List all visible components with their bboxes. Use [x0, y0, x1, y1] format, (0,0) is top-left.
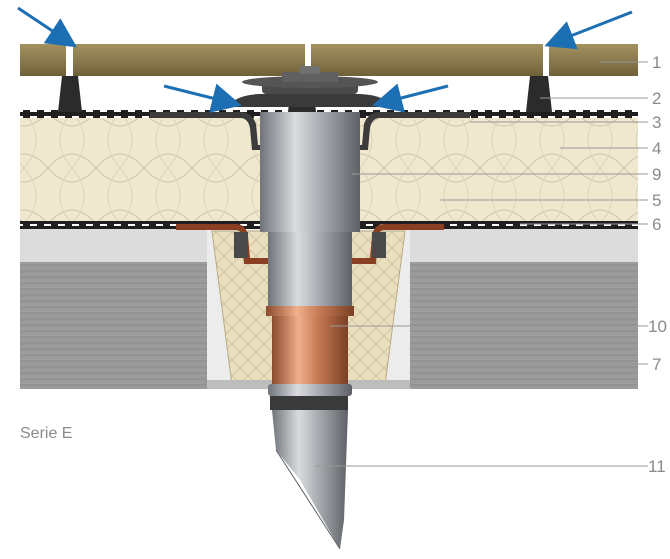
callout-3: 3: [652, 113, 661, 132]
arrow-grate-left: [163, 83, 242, 113]
callout-10: 10: [648, 317, 667, 336]
callout-1: 1: [652, 53, 661, 72]
arrow-left-gap: [17, 6, 77, 48]
upper-flange: [150, 112, 470, 150]
series-caption: Serie E: [20, 425, 72, 442]
arrow-right-gap: [544, 10, 633, 50]
leader-lines: [315, 61, 648, 467]
drain-grate: [228, 66, 392, 107]
downpipe: [268, 384, 352, 550]
callout-5: 5: [652, 191, 661, 210]
arrow-grate-right: [372, 83, 449, 113]
copper-pipe: [266, 306, 354, 384]
callout-labels: 1 2 3 4 9 5 6 10 7 11: [648, 53, 667, 476]
deck-boards: [20, 44, 638, 76]
callout-4: 4: [652, 139, 661, 158]
drain-sleeve: [268, 232, 352, 314]
callout-2: 2: [652, 89, 661, 108]
water-flow-arrows: [17, 6, 633, 113]
callout-11: 11: [648, 457, 666, 476]
upper-drain-body: [260, 112, 360, 232]
callout-9: 9: [652, 165, 661, 184]
callout-7: 7: [652, 355, 661, 374]
callout-6: 6: [652, 215, 661, 234]
